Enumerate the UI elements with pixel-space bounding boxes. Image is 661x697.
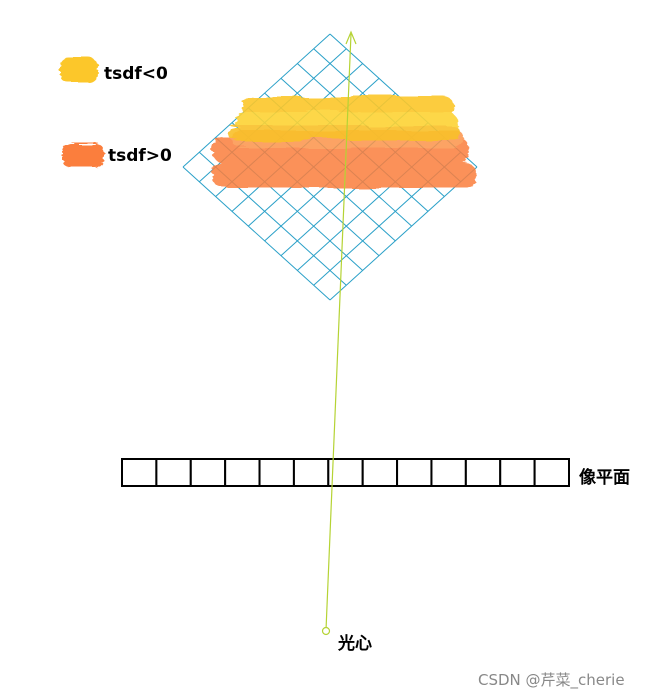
grid-line (182, 166, 331, 301)
image-plane-cell (430, 458, 467, 487)
image-plane-cell (224, 458, 261, 487)
image-plane-cell (464, 458, 502, 487)
legend-swatch-tsdf-negative (60, 58, 98, 83)
watermark: CSDN @芹菜_cherie (478, 671, 625, 689)
image-plane-cell (533, 458, 570, 487)
legend-label-tsdf-negative: tsdf<0 (104, 64, 168, 84)
tsdf-negative-band (228, 96, 460, 140)
image-plane-cell (499, 458, 536, 487)
image-plane-cell (327, 458, 364, 487)
optical-center-point (321, 626, 331, 636)
optical-center-label: 光心 (338, 634, 372, 654)
ray-arrowhead (345, 30, 357, 45)
legend-label-tsdf-positive: tsdf>0 (108, 146, 172, 166)
image-plane-cell (361, 458, 399, 487)
image-plane-cell (155, 458, 192, 487)
image-plane-cell (121, 458, 158, 487)
grid-line (329, 166, 478, 301)
image-plane-cell (292, 458, 330, 487)
image-plane-cell (189, 458, 227, 487)
image-plane-cell (396, 458, 433, 487)
image-plane-cell (258, 458, 295, 487)
legend-swatch-tsdf-positive (62, 143, 104, 168)
image-plane-label: 像平面 (579, 468, 630, 488)
camera-ray (325, 33, 352, 631)
image-plane (121, 458, 570, 487)
